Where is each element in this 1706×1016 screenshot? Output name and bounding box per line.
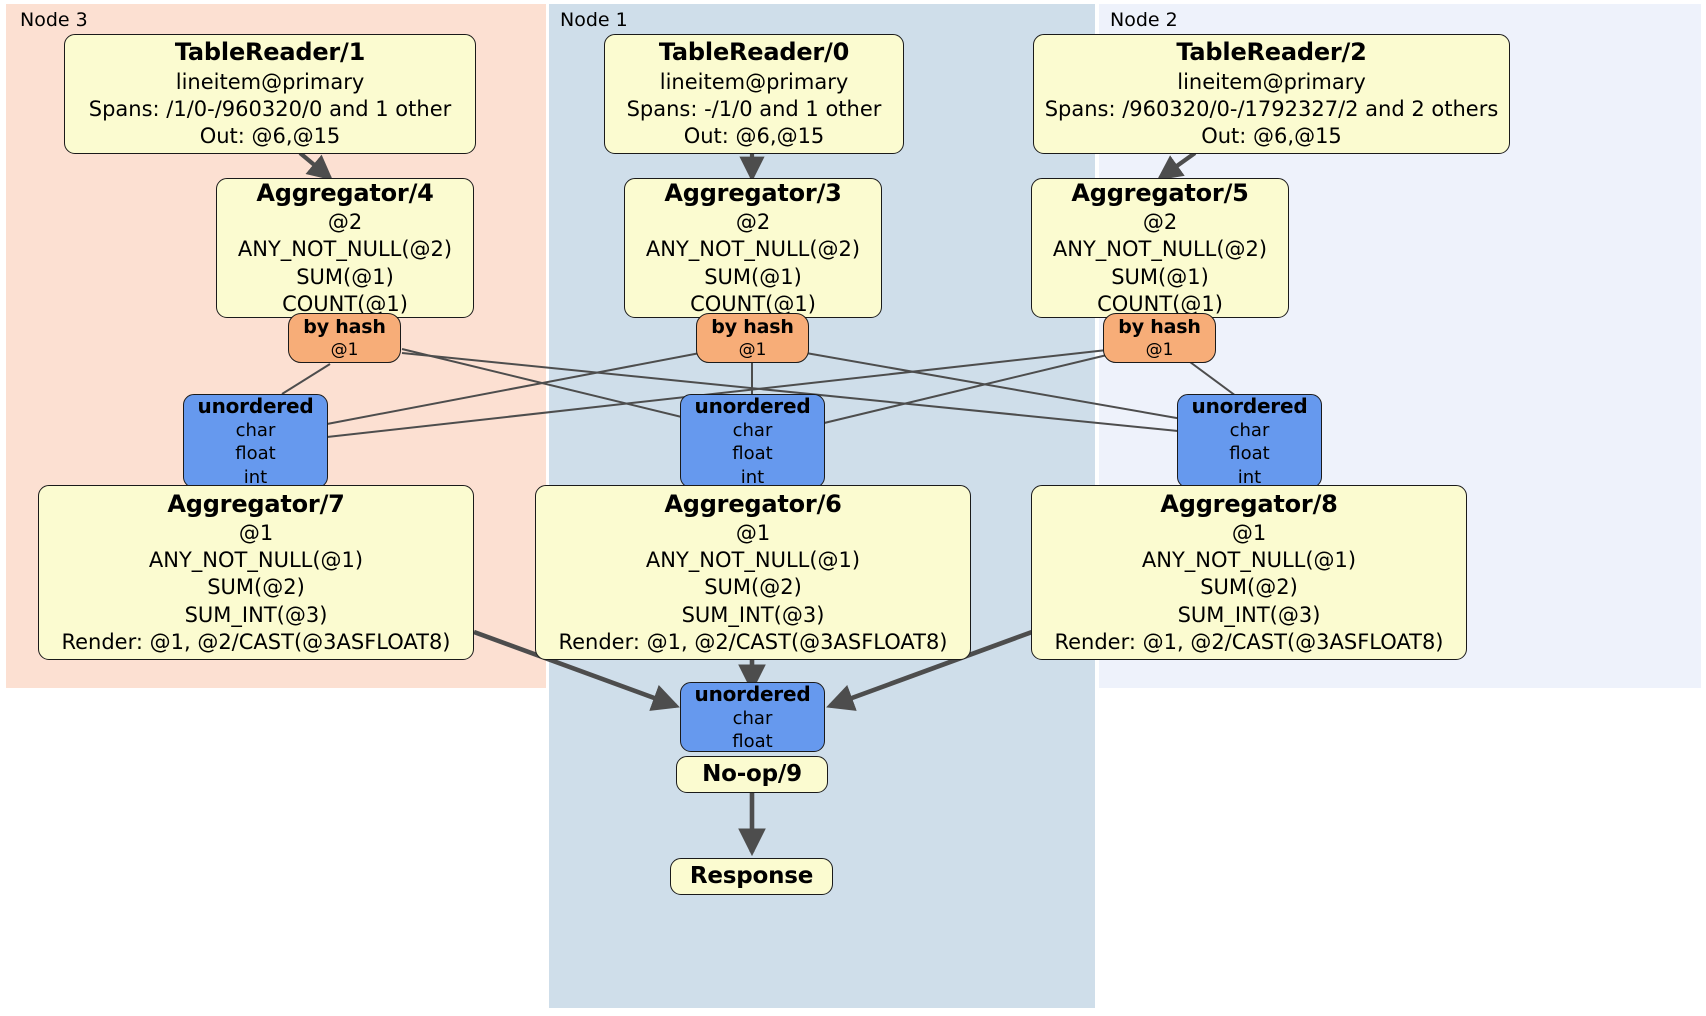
node-line: SUM(@1) bbox=[296, 264, 394, 289]
node-line: @1 bbox=[735, 520, 771, 545]
node-title: TableReader/0 bbox=[658, 38, 850, 67]
receiver-line: float bbox=[235, 443, 276, 465]
receiver-line: int bbox=[1237, 466, 1262, 488]
node-line: SUM_INT(@3) bbox=[184, 602, 328, 627]
node-aggregator-5[interactable]: Aggregator/5 @2 ANY_NOT_NULL(@2) SUM(@1)… bbox=[1031, 178, 1289, 318]
router-title: by hash bbox=[303, 315, 386, 338]
router-line: @1 bbox=[738, 340, 767, 361]
node-line: Out: @6,@15 bbox=[1201, 124, 1342, 149]
receiver-line: float bbox=[732, 443, 773, 465]
node-title: No-op/9 bbox=[702, 760, 802, 787]
node-line: lineitem@primary bbox=[659, 69, 849, 94]
node-aggregator-8[interactable]: Aggregator/8 @1 ANY_NOT_NULL(@1) SUM(@2)… bbox=[1031, 485, 1467, 660]
node-line: COUNT(@1) bbox=[690, 291, 816, 316]
node-line: Spans: -/1/0 and 1 other bbox=[626, 96, 882, 121]
router-title: by hash bbox=[711, 315, 794, 338]
receiver-line: int bbox=[243, 466, 268, 488]
node-tablereader-1[interactable]: TableReader/1 lineitem@primary Spans: /1… bbox=[64, 34, 476, 154]
node-response[interactable]: Response bbox=[670, 858, 833, 895]
node-tablereader-2[interactable]: TableReader/2 lineitem@primary Spans: /9… bbox=[1033, 34, 1510, 154]
node-title: TableReader/1 bbox=[174, 38, 366, 67]
receiver-unordered-node3[interactable]: unordered char float int bbox=[183, 394, 328, 488]
receiver-line: float bbox=[732, 731, 773, 752]
router-title: by hash bbox=[1118, 315, 1201, 338]
node-line: Spans: /960320/0-/1792327/2 and 2 others bbox=[1044, 96, 1499, 121]
receiver-line: int bbox=[740, 466, 765, 488]
node-aggregator-6[interactable]: Aggregator/6 @1 ANY_NOT_NULL(@1) SUM(@2)… bbox=[535, 485, 971, 660]
node-line: @2 bbox=[1142, 210, 1178, 234]
node-title: Aggregator/5 bbox=[1071, 178, 1249, 207]
router-line: @1 bbox=[1145, 340, 1174, 361]
node-line: SUM(@2) bbox=[207, 575, 305, 600]
node-aggregator-7[interactable]: Aggregator/7 @1 ANY_NOT_NULL(@1) SUM(@2)… bbox=[38, 485, 474, 660]
router-line: @1 bbox=[330, 340, 359, 361]
node-line: @2 bbox=[735, 210, 771, 234]
receiver-line: char bbox=[732, 419, 773, 441]
node-line: @2 bbox=[327, 210, 363, 234]
node-noop-9[interactable]: No-op/9 bbox=[676, 756, 828, 793]
node-line: lineitem@primary bbox=[1177, 69, 1366, 94]
node-line: ANY_NOT_NULL(@2) bbox=[237, 237, 453, 262]
node-line: SUM_INT(@3) bbox=[1177, 602, 1321, 627]
receiver-title: unordered bbox=[1191, 393, 1308, 418]
node-line: Render: @1, @2/CAST(@3ASFLOAT8) bbox=[1054, 630, 1444, 655]
node-title: Aggregator/3 bbox=[664, 178, 842, 207]
receiver-unordered-node2[interactable]: unordered char float int bbox=[1177, 394, 1322, 488]
node-title: Response bbox=[689, 862, 814, 889]
receiver-line: char bbox=[1229, 419, 1270, 441]
receiver-line: float bbox=[1229, 443, 1270, 465]
node-line: SUM(@1) bbox=[1111, 264, 1209, 289]
receiver-title: unordered bbox=[197, 393, 314, 418]
panel-label-node1: Node 1 bbox=[560, 9, 628, 31]
node-title: Aggregator/6 bbox=[664, 489, 842, 518]
node-line: ANY_NOT_NULL(@1) bbox=[1141, 548, 1357, 573]
node-aggregator-3[interactable]: Aggregator/3 @2 ANY_NOT_NULL(@2) SUM(@1)… bbox=[624, 178, 882, 318]
node-line: ANY_NOT_NULL(@2) bbox=[1052, 237, 1268, 262]
node-line: COUNT(@1) bbox=[282, 291, 408, 316]
router-by-hash-node3[interactable]: by hash @1 bbox=[288, 313, 401, 363]
node-line: ANY_NOT_NULL(@1) bbox=[148, 548, 364, 573]
node-aggregator-4[interactable]: Aggregator/4 @2 ANY_NOT_NULL(@2) SUM(@1)… bbox=[216, 178, 474, 318]
node-line: Render: @1, @2/CAST(@3ASFLOAT8) bbox=[558, 630, 948, 655]
node-line: COUNT(@1) bbox=[1097, 291, 1223, 316]
node-line: SUM_INT(@3) bbox=[681, 602, 825, 627]
node-line: @1 bbox=[238, 520, 274, 545]
node-line: SUM(@2) bbox=[1200, 575, 1298, 600]
node-line: SUM(@2) bbox=[704, 575, 802, 600]
router-by-hash-node1[interactable]: by hash @1 bbox=[696, 313, 809, 363]
receiver-unordered-final[interactable]: unordered char float bbox=[680, 682, 825, 752]
receiver-unordered-node1[interactable]: unordered char float int bbox=[680, 394, 825, 488]
node-tablereader-0[interactable]: TableReader/0 lineitem@primary Spans: -/… bbox=[604, 34, 904, 154]
node-line: @1 bbox=[1231, 520, 1267, 545]
node-line: SUM(@1) bbox=[704, 264, 802, 289]
node-line: lineitem@primary bbox=[175, 69, 365, 94]
node-title: TableReader/2 bbox=[1176, 38, 1367, 67]
node-line: Render: @1, @2/CAST(@3ASFLOAT8) bbox=[61, 630, 451, 655]
node-title: Aggregator/8 bbox=[1160, 489, 1338, 518]
node-line: Out: @6,@15 bbox=[683, 124, 825, 149]
panel-label-node2: Node 2 bbox=[1110, 9, 1178, 31]
node-title: Aggregator/7 bbox=[167, 489, 345, 518]
receiver-title: unordered bbox=[694, 393, 811, 418]
panel-label-node3: Node 3 bbox=[20, 9, 88, 31]
node-line: ANY_NOT_NULL(@1) bbox=[645, 548, 861, 573]
node-line: Spans: /1/0-/960320/0 and 1 other bbox=[88, 96, 452, 121]
receiver-line: char bbox=[235, 419, 276, 441]
node-line: ANY_NOT_NULL(@2) bbox=[645, 237, 861, 262]
node-line: Out: @6,@15 bbox=[199, 124, 341, 149]
receiver-line: char bbox=[732, 707, 773, 729]
receiver-title: unordered bbox=[694, 681, 811, 706]
router-by-hash-node2[interactable]: by hash @1 bbox=[1103, 313, 1216, 363]
node-title: Aggregator/4 bbox=[256, 178, 434, 207]
